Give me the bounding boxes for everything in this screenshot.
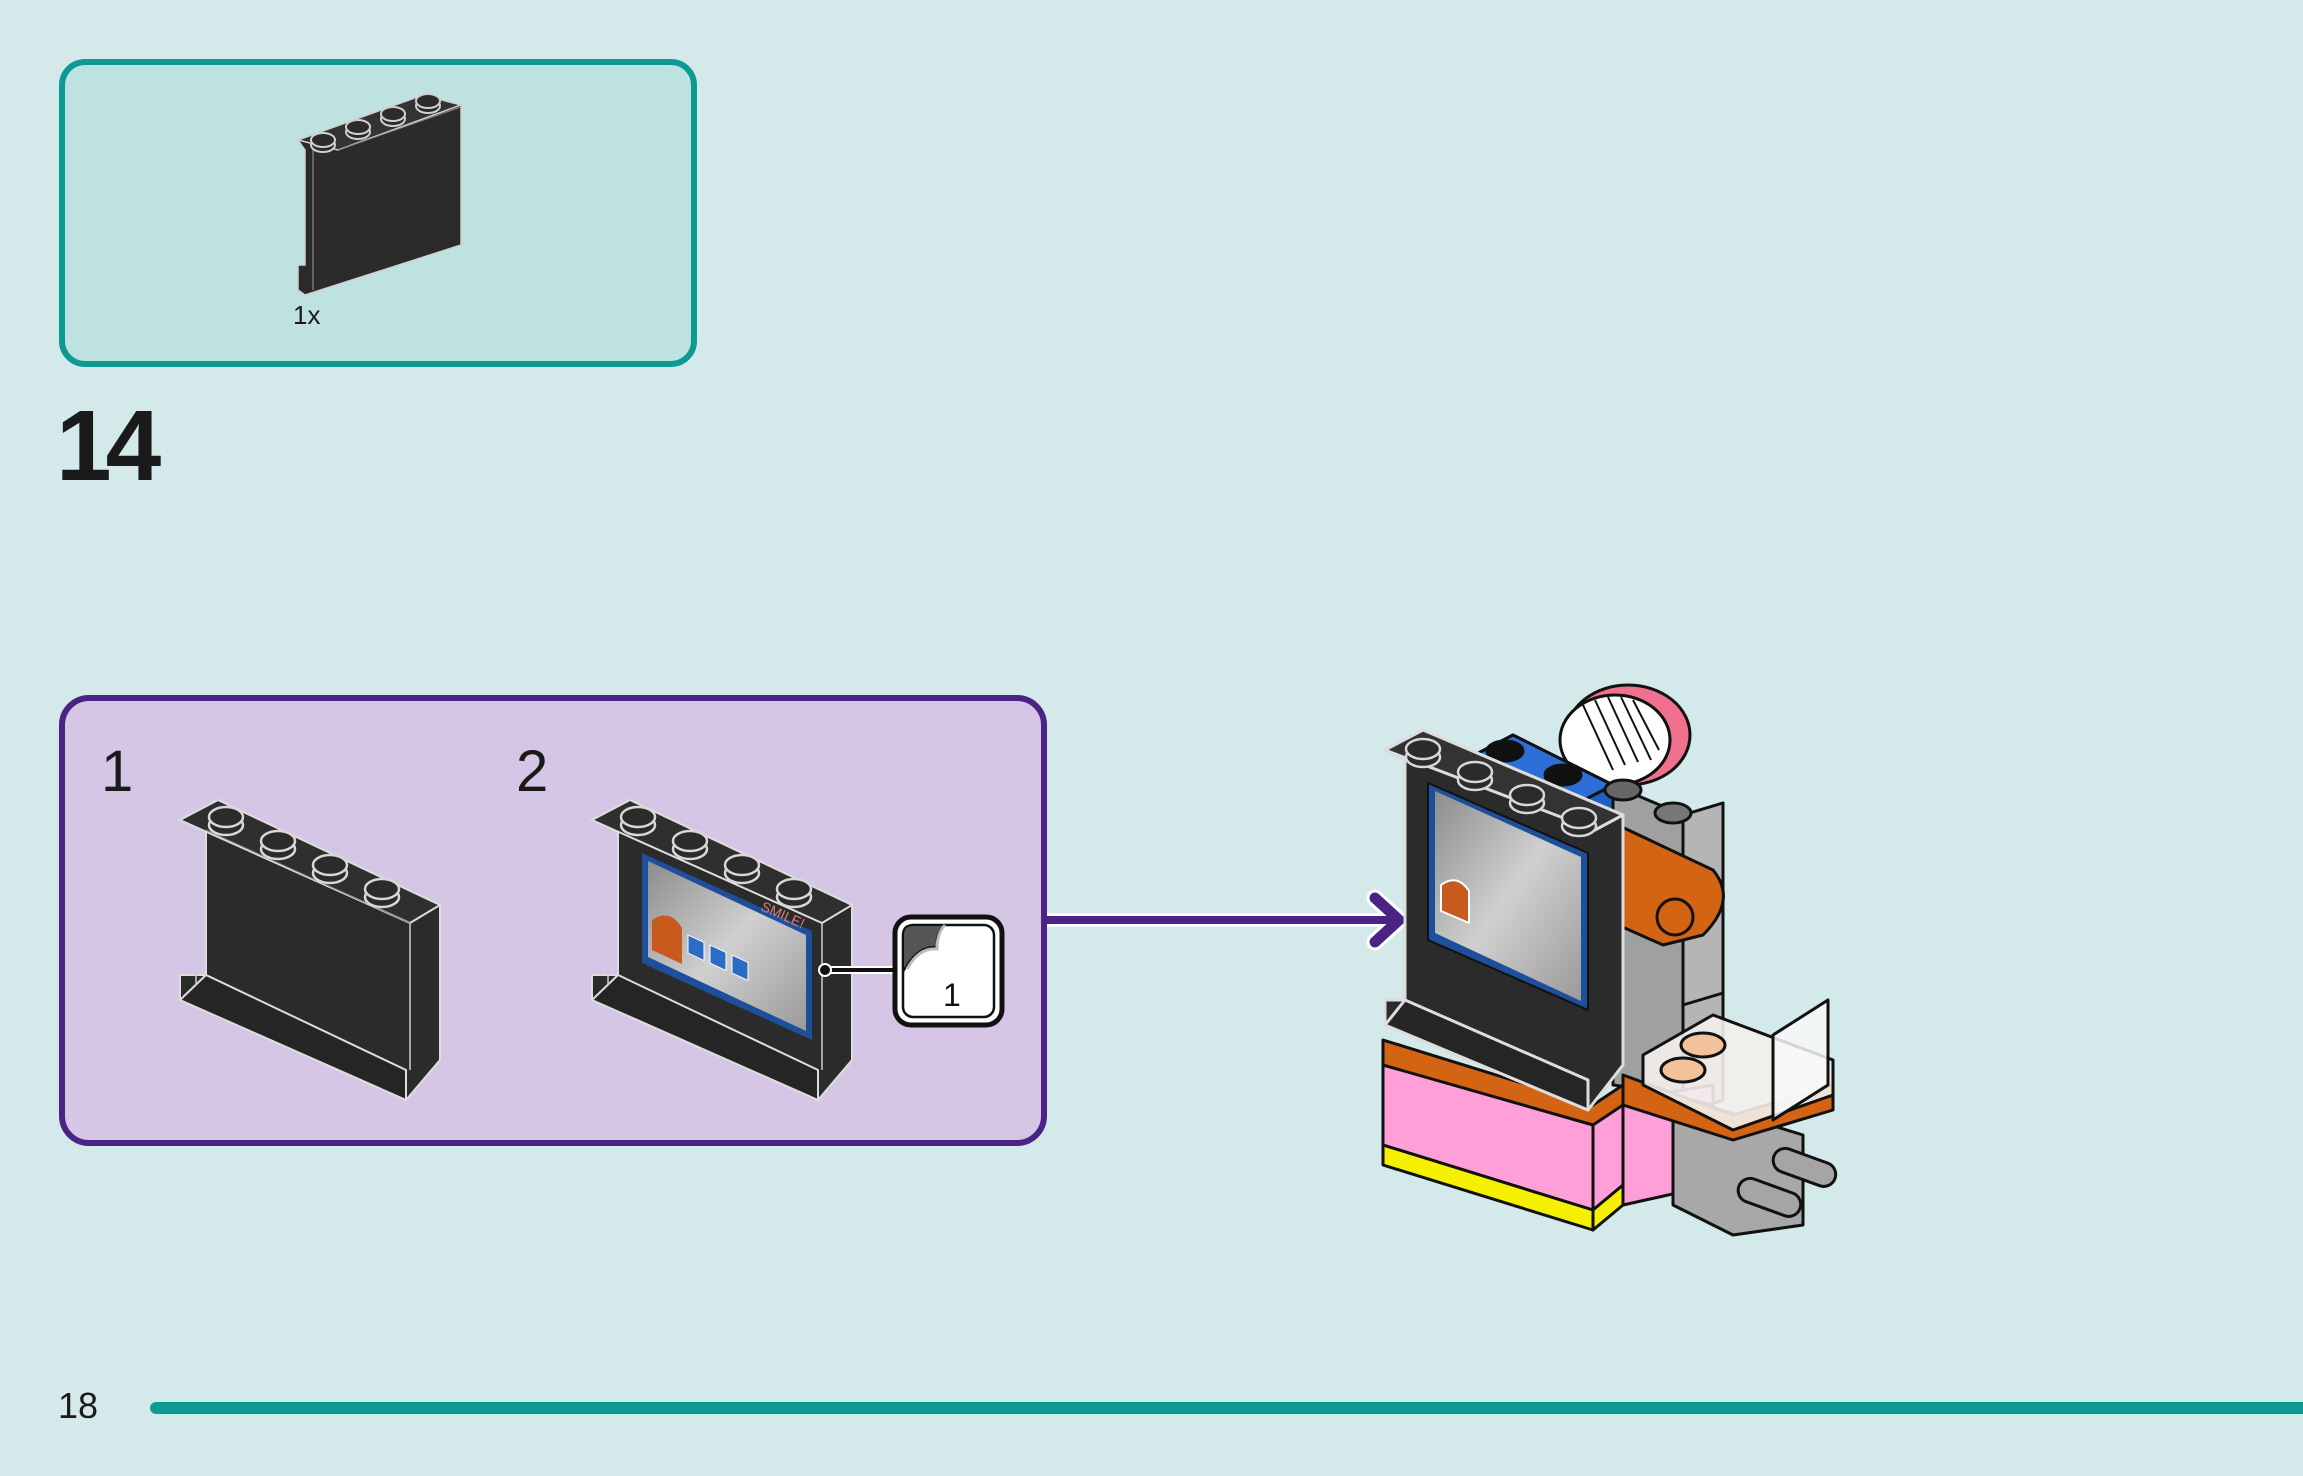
substep-1-number: 1: [101, 739, 134, 804]
substep-2-panel-with-sticker-icon: SMILE!: [589, 798, 855, 1102]
part-quantity: 1x: [293, 300, 321, 330]
page-number: 18: [58, 1385, 99, 1426]
black-panel-part-icon: [295, 93, 464, 296]
step-number: 14: [56, 390, 161, 502]
sticker-callout: 1: [818, 914, 1005, 1028]
arrow-icon: [1047, 889, 1408, 951]
substep-2-number: 2: [516, 739, 549, 804]
photo-booth-model-icon: [1381, 683, 1838, 1237]
progress-bar: [150, 1402, 2303, 1414]
substep-1-black-panel-icon: [177, 798, 443, 1102]
sticker-number: 1: [943, 977, 961, 1013]
